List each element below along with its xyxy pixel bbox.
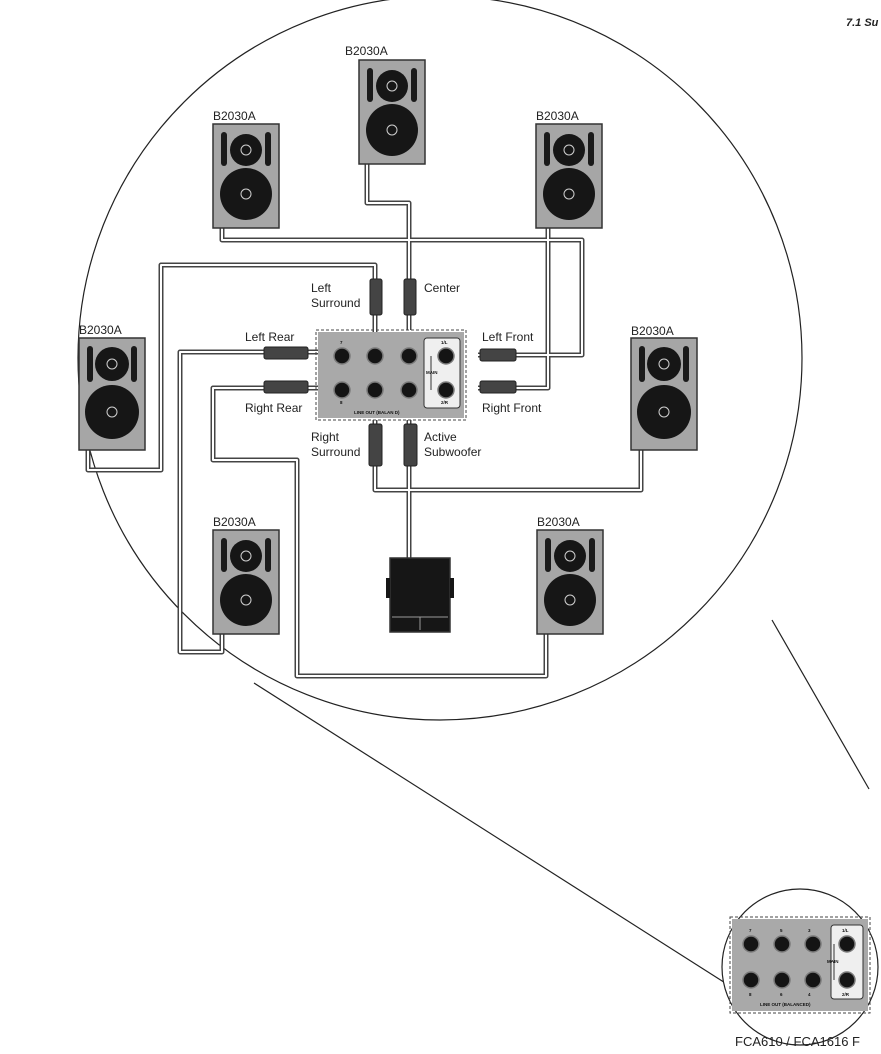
small-zoom-detail: 7 5 3 8 6 4 1/L 2/R MAIN LINE OUT (BALAN… <box>721 888 879 1046</box>
panel-line-out-label: LINE OUT (BALAN D) <box>354 410 400 415</box>
zoom-line-left <box>253 682 731 987</box>
speaker-label-left-front: B2030A <box>213 109 256 123</box>
small-panel-ch7: 7 <box>749 928 752 933</box>
zoom-line-right <box>771 619 870 790</box>
panel-main-right-label: 2/R <box>441 400 449 405</box>
speaker-label-left-rear: B2030A <box>213 515 256 529</box>
speaker-left-surround: B2030A <box>78 323 146 451</box>
speaker-left-rear: B2030A <box>212 515 280 635</box>
cable-group <box>85 162 644 679</box>
label-left-rear: Left Rear <box>245 330 294 344</box>
subwoofer <box>386 557 454 633</box>
small-panel-main-left: 1/L <box>842 928 849 933</box>
small-panel-ch4: 4 <box>808 992 811 997</box>
speaker-right-surround: B2030A <box>630 324 698 451</box>
model-caption: FCA610 / FCA1616 F <box>735 1034 860 1049</box>
speaker-label-right-surround: B2030A <box>631 324 674 338</box>
label-active-sub-1: Active <box>424 430 457 444</box>
panel-jacks <box>333 347 455 399</box>
section-header: 7.1 Su <box>846 17 879 29</box>
label-right-surround-2: Surround <box>311 445 360 459</box>
speaker-left-front: B2030A <box>212 109 280 229</box>
speaker-label-left-surround: B2030A <box>79 323 122 337</box>
zoom-circle <box>77 0 803 721</box>
label-active-sub-2: Subwoofer <box>424 445 481 459</box>
speaker-label-center: B2030A <box>345 44 388 58</box>
small-panel-ch6: 6 <box>780 992 783 997</box>
label-left-surround-1: Left <box>311 281 332 295</box>
speaker-label-right-front: B2030A <box>536 109 579 123</box>
speaker-label-right-rear: B2030A <box>537 515 580 529</box>
speaker-right-rear: B2030A <box>536 515 604 635</box>
label-right-rear: Right Rear <box>245 401 302 415</box>
label-right-front: Right Front <box>482 401 542 415</box>
small-panel-ch5: 5 <box>780 928 783 933</box>
small-panel-main: MAIN <box>827 959 839 964</box>
small-panel-main-right: 2/R <box>842 992 850 997</box>
connector-plugs <box>263 278 517 467</box>
small-panel-line-out: LINE OUT (BALANCED) <box>760 1002 811 1007</box>
panel-main-left-label: 1/L <box>441 340 448 345</box>
panel-main-label: MAIN <box>426 370 438 375</box>
line-out-panel: 7 8 MAIN 1/L 2/R LINE OUT (BALAN D) <box>315 329 467 421</box>
speaker-right-front: B2030A <box>535 109 603 229</box>
label-left-surround-2: Surround <box>311 296 360 310</box>
panel-ch7-label: 7 <box>340 340 343 345</box>
speaker-center: B2030A <box>345 44 426 165</box>
label-right-surround-1: Right <box>311 430 340 444</box>
small-panel-jacks <box>742 935 856 989</box>
panel-ch8-label: 8 <box>340 400 343 405</box>
small-panel-ch3: 3 <box>808 928 811 933</box>
small-panel-ch8: 8 <box>749 992 752 997</box>
label-left-front: Left Front <box>482 330 534 344</box>
label-center: Center <box>424 281 460 295</box>
